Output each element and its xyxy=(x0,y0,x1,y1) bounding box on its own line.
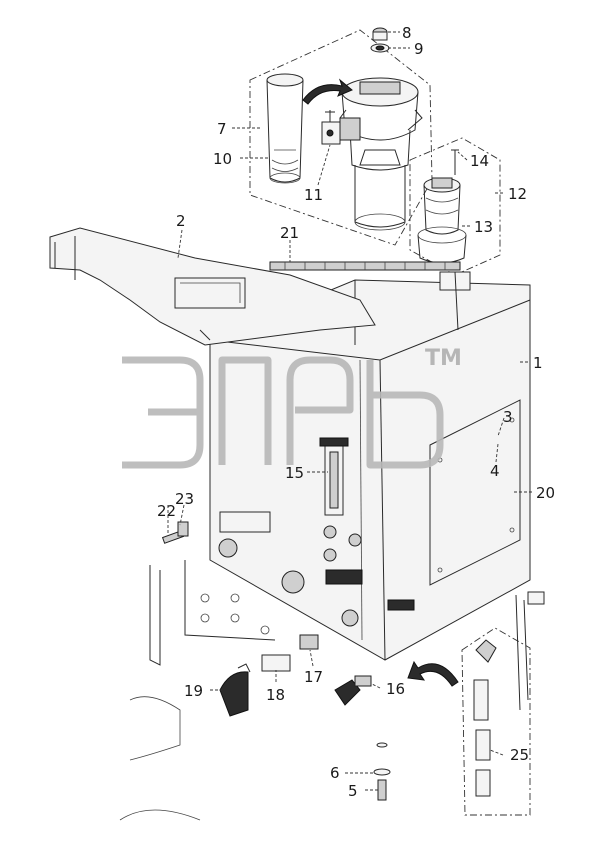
callout-11: 11 xyxy=(304,186,323,204)
callout-1: 1 xyxy=(533,354,543,372)
callout-21: 21 xyxy=(280,224,299,242)
leader-lines xyxy=(167,31,532,791)
drain-arrow xyxy=(407,660,459,687)
callout-4: 4 xyxy=(490,462,500,480)
callout-23: 23 xyxy=(175,490,194,508)
install-arrow xyxy=(302,78,353,105)
pipe-right xyxy=(515,591,545,711)
callout-8: 8 xyxy=(402,24,412,42)
callout-13: 13 xyxy=(474,218,493,236)
callout-9: 9 xyxy=(414,40,424,58)
hose-assembly xyxy=(461,627,531,816)
callout-19: 19 xyxy=(184,682,203,700)
breather-cap xyxy=(417,149,467,264)
drain-bolt xyxy=(373,742,391,801)
callout-15: 15 xyxy=(285,464,304,482)
tank-ports xyxy=(218,511,415,627)
callout-18: 18 xyxy=(266,686,285,704)
support-frame xyxy=(119,560,276,821)
callout-7: 7 xyxy=(217,120,227,138)
callout-10: 10 xyxy=(213,150,232,168)
watermark-logo: TM xyxy=(122,346,462,469)
drain-fittings xyxy=(219,634,372,717)
sight-gauge xyxy=(319,437,349,516)
callout-14: 14 xyxy=(470,152,489,170)
watermark-tm-text: TM xyxy=(425,346,462,371)
filter-housing xyxy=(339,77,423,231)
callout-20: 20 xyxy=(536,484,555,502)
callout-12: 12 xyxy=(508,185,527,203)
callout-5: 5 xyxy=(348,782,358,800)
callout-16: 16 xyxy=(386,680,405,698)
callout-22: 22 xyxy=(157,502,176,520)
callout-17: 17 xyxy=(304,668,323,686)
tie-rail xyxy=(269,261,471,331)
valve-fitting xyxy=(321,110,361,145)
callout-2: 2 xyxy=(176,212,186,230)
vent-cap xyxy=(370,27,390,53)
screw xyxy=(161,521,189,544)
cap-assembly-boundary xyxy=(409,137,501,276)
filter-element xyxy=(266,73,304,184)
callout-3: 3 xyxy=(503,408,513,426)
callout-6: 6 xyxy=(330,764,340,782)
callout-25: 25 xyxy=(510,746,529,764)
mounting-bracket xyxy=(49,227,376,346)
